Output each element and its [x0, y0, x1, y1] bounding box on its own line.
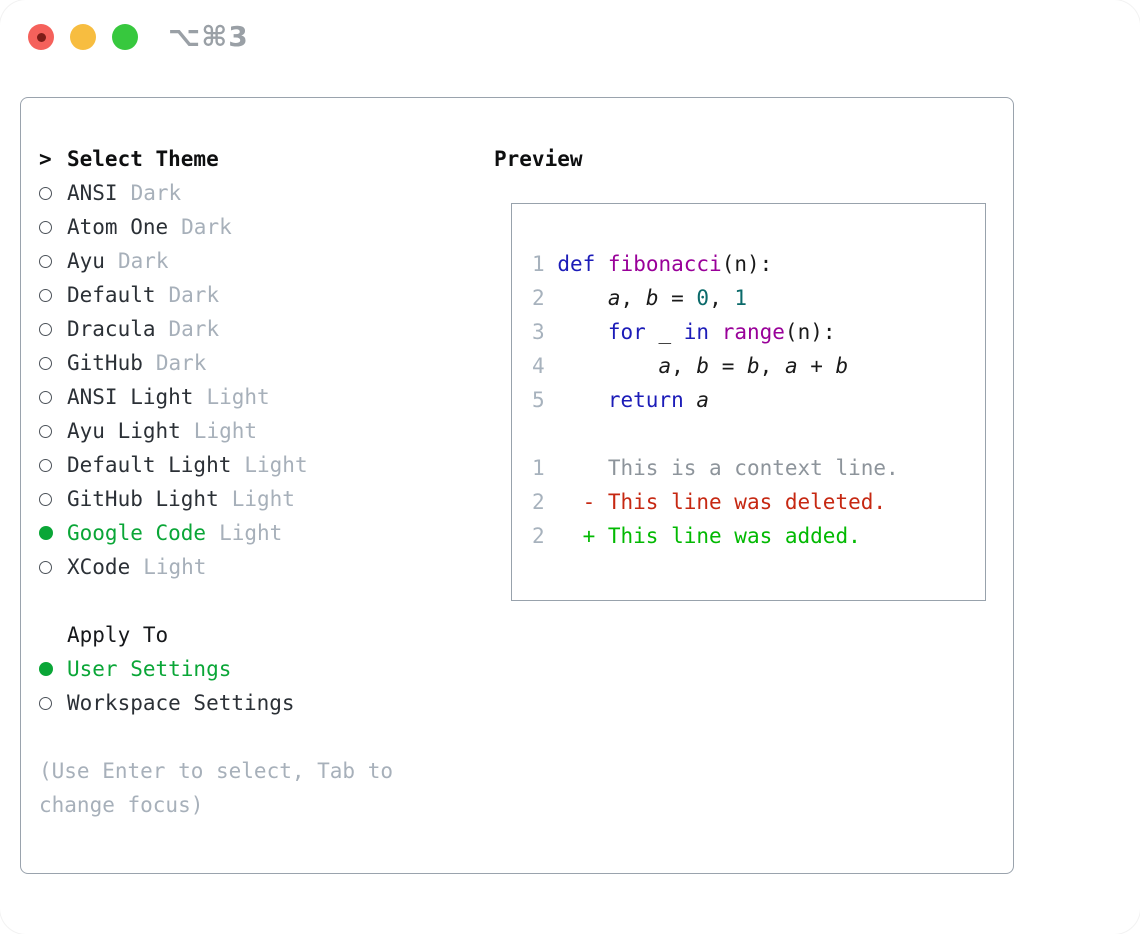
diff-line-added: 2 + This line was added. [532, 519, 985, 553]
theme-option-label: GitHub [67, 351, 143, 375]
theme-option-dracula[interactable]: Dracula Dark [39, 312, 471, 346]
close-button[interactable] [28, 24, 54, 50]
theme-option-ayu[interactable]: Ayu Dark [39, 244, 471, 278]
theme-option-label: Default [67, 283, 156, 307]
radio-icon [39, 492, 52, 506]
theme-option-ansi[interactable]: ANSI Dark [39, 176, 471, 210]
minimize-button[interactable] [70, 24, 96, 50]
code-preview: 1 def fibonacci(n): 2 a, b = 0, 1 3 for _ … [532, 247, 985, 417]
theme-option-label: Google Code [67, 521, 207, 545]
radio-icon [39, 560, 52, 574]
preview-title: Preview [494, 147, 583, 171]
theme-variant-label: Dark [130, 181, 182, 205]
apply-to-title: Apply To [67, 623, 169, 647]
theme-variant-label: Light [143, 555, 207, 579]
theme-option-ansi-light[interactable]: ANSI Light Light [39, 380, 471, 414]
theme-variant-label: Dark [155, 351, 207, 375]
theme-option-label: ANSI [67, 181, 118, 205]
select-theme-header-row: > Select Theme [39, 142, 471, 176]
theme-option-label: Ayu Light [67, 419, 181, 443]
apply-option-label: User Settings [67, 657, 232, 681]
radio-icon [39, 390, 52, 404]
apply-option-label: Workspace Settings [67, 691, 295, 715]
theme-variant-label: Light [206, 385, 270, 409]
radio-icon [39, 322, 52, 336]
diff-text: + This line was added. [544, 524, 861, 548]
theme-option-label: Ayu [67, 249, 105, 273]
theme-variant-label: Light [219, 521, 283, 545]
theme-option-label: Dracula [67, 317, 156, 341]
spacer [39, 584, 471, 618]
theme-option-xcode[interactable]: XCode Light [39, 550, 471, 584]
line-number: 3 [532, 320, 545, 344]
theme-variant-label: Dark [168, 283, 220, 307]
theme-variant-label: Dark [117, 249, 169, 273]
theme-option-github[interactable]: GitHub Dark [39, 346, 471, 380]
diff-text: - This line was deleted. [544, 490, 887, 514]
spacer [39, 720, 471, 754]
zoom-button[interactable] [112, 24, 138, 50]
radio-icon [39, 254, 52, 268]
theme-option-google-code[interactable]: Google Code Light [39, 516, 471, 550]
window-titlebar: ⌥⌘3 [0, 0, 1140, 74]
select-theme-title: Select Theme [67, 147, 219, 171]
apply-option-workspace-settings[interactable]: Workspace Settings [39, 686, 471, 720]
code-line: 5 return a [532, 388, 710, 412]
radio-selected-icon [39, 662, 53, 676]
theme-variant-label: Dark [168, 317, 220, 341]
theme-option-label: Atom One [67, 215, 169, 239]
theme-option-default[interactable]: Default Dark [39, 278, 471, 312]
code-line: 4 a, b = b, a + b [532, 354, 849, 378]
spacer [532, 417, 985, 451]
line-number: 2 [532, 490, 545, 514]
radio-icon [39, 424, 52, 438]
theme-option-label: ANSI Light [67, 385, 194, 409]
apply-to-header-row: Apply To [39, 618, 471, 652]
radio-icon [39, 356, 52, 370]
diff-preview: 1 This is a context line.2 - This line w… [532, 451, 985, 553]
theme-option-label: Default Light [67, 453, 232, 477]
diff-line-deleted: 2 - This line was deleted. [532, 485, 985, 519]
radio-icon [39, 696, 52, 710]
line-number: 5 [532, 388, 545, 412]
radio-selected-icon [39, 526, 53, 540]
apply-option-user-settings[interactable]: User Settings [39, 652, 471, 686]
code-line: 3 for _ in range(n): [532, 320, 836, 344]
line-number: 1 [532, 252, 545, 276]
line-number: 2 [532, 286, 545, 310]
code-line: 2 a, b = 0, 1 [532, 286, 748, 310]
theme-variant-label: Light [231, 487, 295, 511]
diff-text: This is a context line. [544, 456, 899, 480]
radio-icon [39, 186, 52, 200]
theme-option-default-light[interactable]: Default Light Light [39, 448, 471, 482]
line-number: 2 [532, 524, 545, 548]
theme-variant-label: Light [244, 453, 308, 477]
prompt-caret-icon: > [39, 147, 52, 171]
window-shortcut-label: ⌥⌘3 [168, 20, 249, 53]
theme-option-ayu-light[interactable]: Ayu Light Light [39, 414, 471, 448]
theme-option-github-light[interactable]: GitHub Light Light [39, 482, 471, 516]
theme-option-atom-one[interactable]: Atom One Dark [39, 210, 471, 244]
radio-icon [39, 220, 52, 234]
diff-line-context: 1 This is a context line. [532, 451, 985, 485]
hint-text: (Use Enter to select, Tab to change focu… [39, 759, 394, 817]
radio-icon [39, 458, 52, 472]
close-dot-icon [36, 32, 46, 42]
radio-icon [39, 288, 52, 302]
theme-variant-label: Dark [181, 215, 232, 239]
preview-box: 1 def fibonacci(n): 2 a, b = 0, 1 3 for _ … [511, 203, 986, 601]
theme-variant-label: Light [193, 419, 258, 443]
line-number: 4 [532, 354, 545, 378]
code-line: 1 def fibonacci(n): [532, 252, 773, 276]
theme-option-label: XCode [67, 555, 131, 579]
line-number: 1 [532, 456, 545, 480]
theme-option-label: GitHub Light [67, 487, 219, 511]
